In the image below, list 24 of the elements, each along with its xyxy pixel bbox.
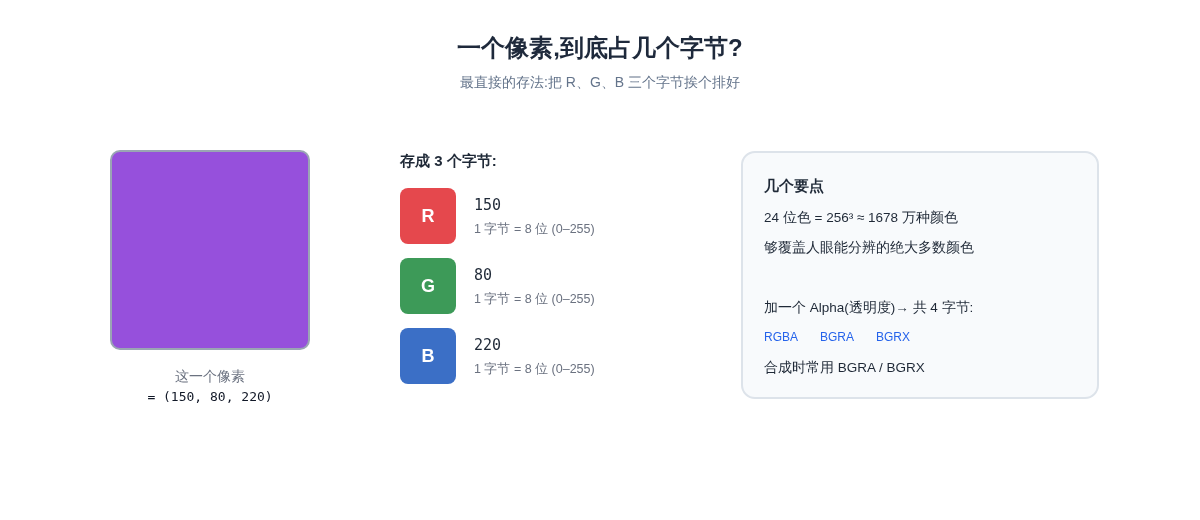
- note-text: 够覆盖人眼能分辨的绝大多数颜色: [764, 239, 974, 257]
- pixel-square: [110, 150, 310, 350]
- byte-value: 80: [474, 265, 493, 285]
- section-heading: 存成 3 个字节:: [400, 151, 497, 171]
- card-heading: 几个要点: [764, 176, 824, 196]
- format-code: RGBA: [764, 329, 798, 345]
- info-card: [741, 151, 1099, 399]
- byte-value: 220: [474, 335, 502, 355]
- pixel-value: = (150, 80, 220): [147, 387, 273, 405]
- byte-note: 1 字节 = 8 位 (0–255): [474, 291, 595, 307]
- channel-box: B: [400, 328, 456, 384]
- format-code: BGRX: [876, 329, 910, 345]
- note-text: 24 位色 = 256³ ≈ 1678 万种颜色: [764, 209, 958, 227]
- byte-note: 1 字节 = 8 位 (0–255): [474, 361, 595, 377]
- subtitle: 最直接的存法:把 R、G、B 三个字节挨个排好: [460, 73, 740, 91]
- title: 一个像素,到底占几个字节?: [457, 33, 743, 63]
- channel-box: R: [400, 188, 456, 244]
- note-text: 合成时常用 BGRA / BGRX: [764, 359, 925, 377]
- format-code: BGRA: [820, 329, 854, 345]
- pixel-caption: 这一个像素: [175, 367, 245, 385]
- note-text: 加一个 Alpha(透明度)→ 共 4 字节:: [764, 299, 974, 317]
- byte-note: 1 字节 = 8 位 (0–255): [474, 221, 595, 237]
- byte-value: 150: [474, 195, 502, 215]
- channel-box: G: [400, 258, 456, 314]
